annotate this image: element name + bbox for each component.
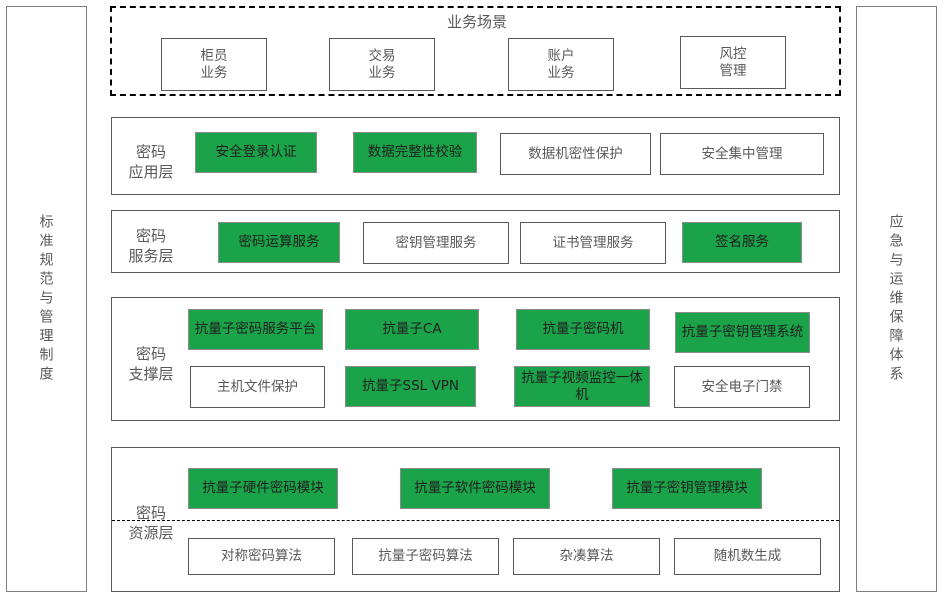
label-char: 管 bbox=[39, 309, 54, 326]
label-char: 标 bbox=[39, 214, 54, 231]
label-char: 体 bbox=[889, 347, 904, 364]
title-line: 密码 bbox=[135, 504, 166, 522]
resource-box-pq-key-module: 抗量子密钥管理模块 bbox=[612, 468, 762, 509]
label-char: 度 bbox=[39, 366, 54, 383]
support-box-access-control: 安全电子门禁 bbox=[674, 366, 810, 408]
title-line: 密码 bbox=[135, 345, 166, 363]
support-box-host-file-protection: 主机文件保护 bbox=[190, 366, 325, 408]
label-char: 维 bbox=[889, 290, 904, 307]
title-line: 密码 bbox=[135, 227, 166, 245]
label-char: 障 bbox=[889, 328, 904, 345]
business-box-risk: 风控 管理 bbox=[680, 36, 786, 89]
service-box-crypto-ops: 密码运算服务 bbox=[218, 222, 340, 263]
box-line: 交易 bbox=[368, 47, 396, 64]
box-line: 业务 bbox=[200, 64, 228, 81]
resource-box-pq-sw-module: 抗量子软件密码模块 bbox=[400, 468, 550, 509]
left-panel-label: 标 准 规 范 与 管 理 制 度 bbox=[7, 214, 86, 385]
service-box-signature: 签名服务 bbox=[682, 222, 802, 263]
support-box-pq-service-platform: 抗量子密码服务平台 bbox=[188, 309, 323, 350]
service-box-cert-mgmt: 证书管理服务 bbox=[520, 222, 666, 264]
resource-box-symmetric-algo: 对称密码算法 bbox=[188, 538, 335, 575]
right-panel-label: 应 急 与 运 维 保 障 体 系 bbox=[857, 214, 936, 385]
label-char: 系 bbox=[889, 366, 904, 383]
resource-box-pq-hw-module: 抗量子硬件密码模块 bbox=[188, 468, 338, 509]
service-box-key-mgmt: 密钥管理服务 bbox=[363, 222, 509, 264]
app-box-data-integrity: 数据完整性校验 bbox=[353, 132, 477, 173]
label-char: 与 bbox=[889, 252, 904, 269]
box-line: 账户 bbox=[547, 47, 575, 64]
app-box-centralized-mgmt: 安全集中管理 bbox=[660, 133, 824, 175]
box-line: 业务 bbox=[547, 64, 575, 81]
resource-layer-divider bbox=[112, 520, 839, 521]
resource-box-pq-algo: 抗量子密码算法 bbox=[352, 538, 499, 575]
app-box-data-confidentiality: 数据机密性保护 bbox=[500, 133, 651, 175]
label-char: 规 bbox=[39, 252, 54, 269]
resource-box-hash-algo: 杂凑算法 bbox=[513, 538, 660, 575]
title-line: 应用层 bbox=[128, 163, 174, 181]
support-box-pq-video-monitor: 抗量子视频监控一体机 bbox=[514, 366, 650, 407]
support-box-pq-key-mgmt-system: 抗量子密钥管理系统 bbox=[675, 312, 810, 353]
business-box-account: 账户 业务 bbox=[508, 38, 614, 91]
title-line: 服务层 bbox=[128, 247, 174, 265]
box-line: 业务 bbox=[368, 64, 396, 81]
business-box-trade: 交易 业务 bbox=[329, 38, 435, 91]
resource-layer-title: 密码 资源层 bbox=[118, 503, 184, 543]
label-char: 与 bbox=[39, 290, 54, 307]
resource-box-random-gen: 随机数生成 bbox=[674, 538, 821, 575]
label-char: 理 bbox=[39, 328, 54, 345]
support-layer-title: 密码 支撑层 bbox=[118, 344, 184, 384]
service-layer-title: 密码 服务层 bbox=[118, 226, 184, 266]
support-box-pq-ssl-vpn: 抗量子SSL VPN bbox=[345, 366, 476, 407]
left-panel-standards: 标 准 规 范 与 管 理 制 度 bbox=[6, 6, 87, 592]
title-line: 资源层 bbox=[128, 524, 174, 542]
label-char: 运 bbox=[889, 271, 904, 288]
label-char: 保 bbox=[889, 309, 904, 326]
label-char: 范 bbox=[39, 271, 54, 288]
label-char: 准 bbox=[39, 233, 54, 250]
label-char: 制 bbox=[39, 347, 54, 364]
support-box-pq-ca: 抗量子CA bbox=[345, 309, 479, 350]
business-scene-title: 业务场景 bbox=[446, 13, 507, 31]
title-line: 支撑层 bbox=[128, 365, 174, 383]
box-line: 管理 bbox=[719, 62, 747, 79]
business-box-teller: 柜员 业务 bbox=[161, 38, 267, 91]
title-line: 密码 bbox=[135, 143, 166, 161]
app-layer-title: 密码 应用层 bbox=[118, 142, 184, 182]
label-char: 急 bbox=[889, 233, 904, 250]
box-line: 柜员 bbox=[200, 47, 228, 64]
app-box-secure-login: 安全登录认证 bbox=[195, 132, 317, 173]
support-box-pq-crypto-machine: 抗量子密码机 bbox=[516, 309, 650, 350]
box-line: 风控 bbox=[719, 45, 747, 62]
label-char: 应 bbox=[889, 214, 904, 231]
right-panel-emergency: 应 急 与 运 维 保 障 体 系 bbox=[856, 6, 937, 592]
